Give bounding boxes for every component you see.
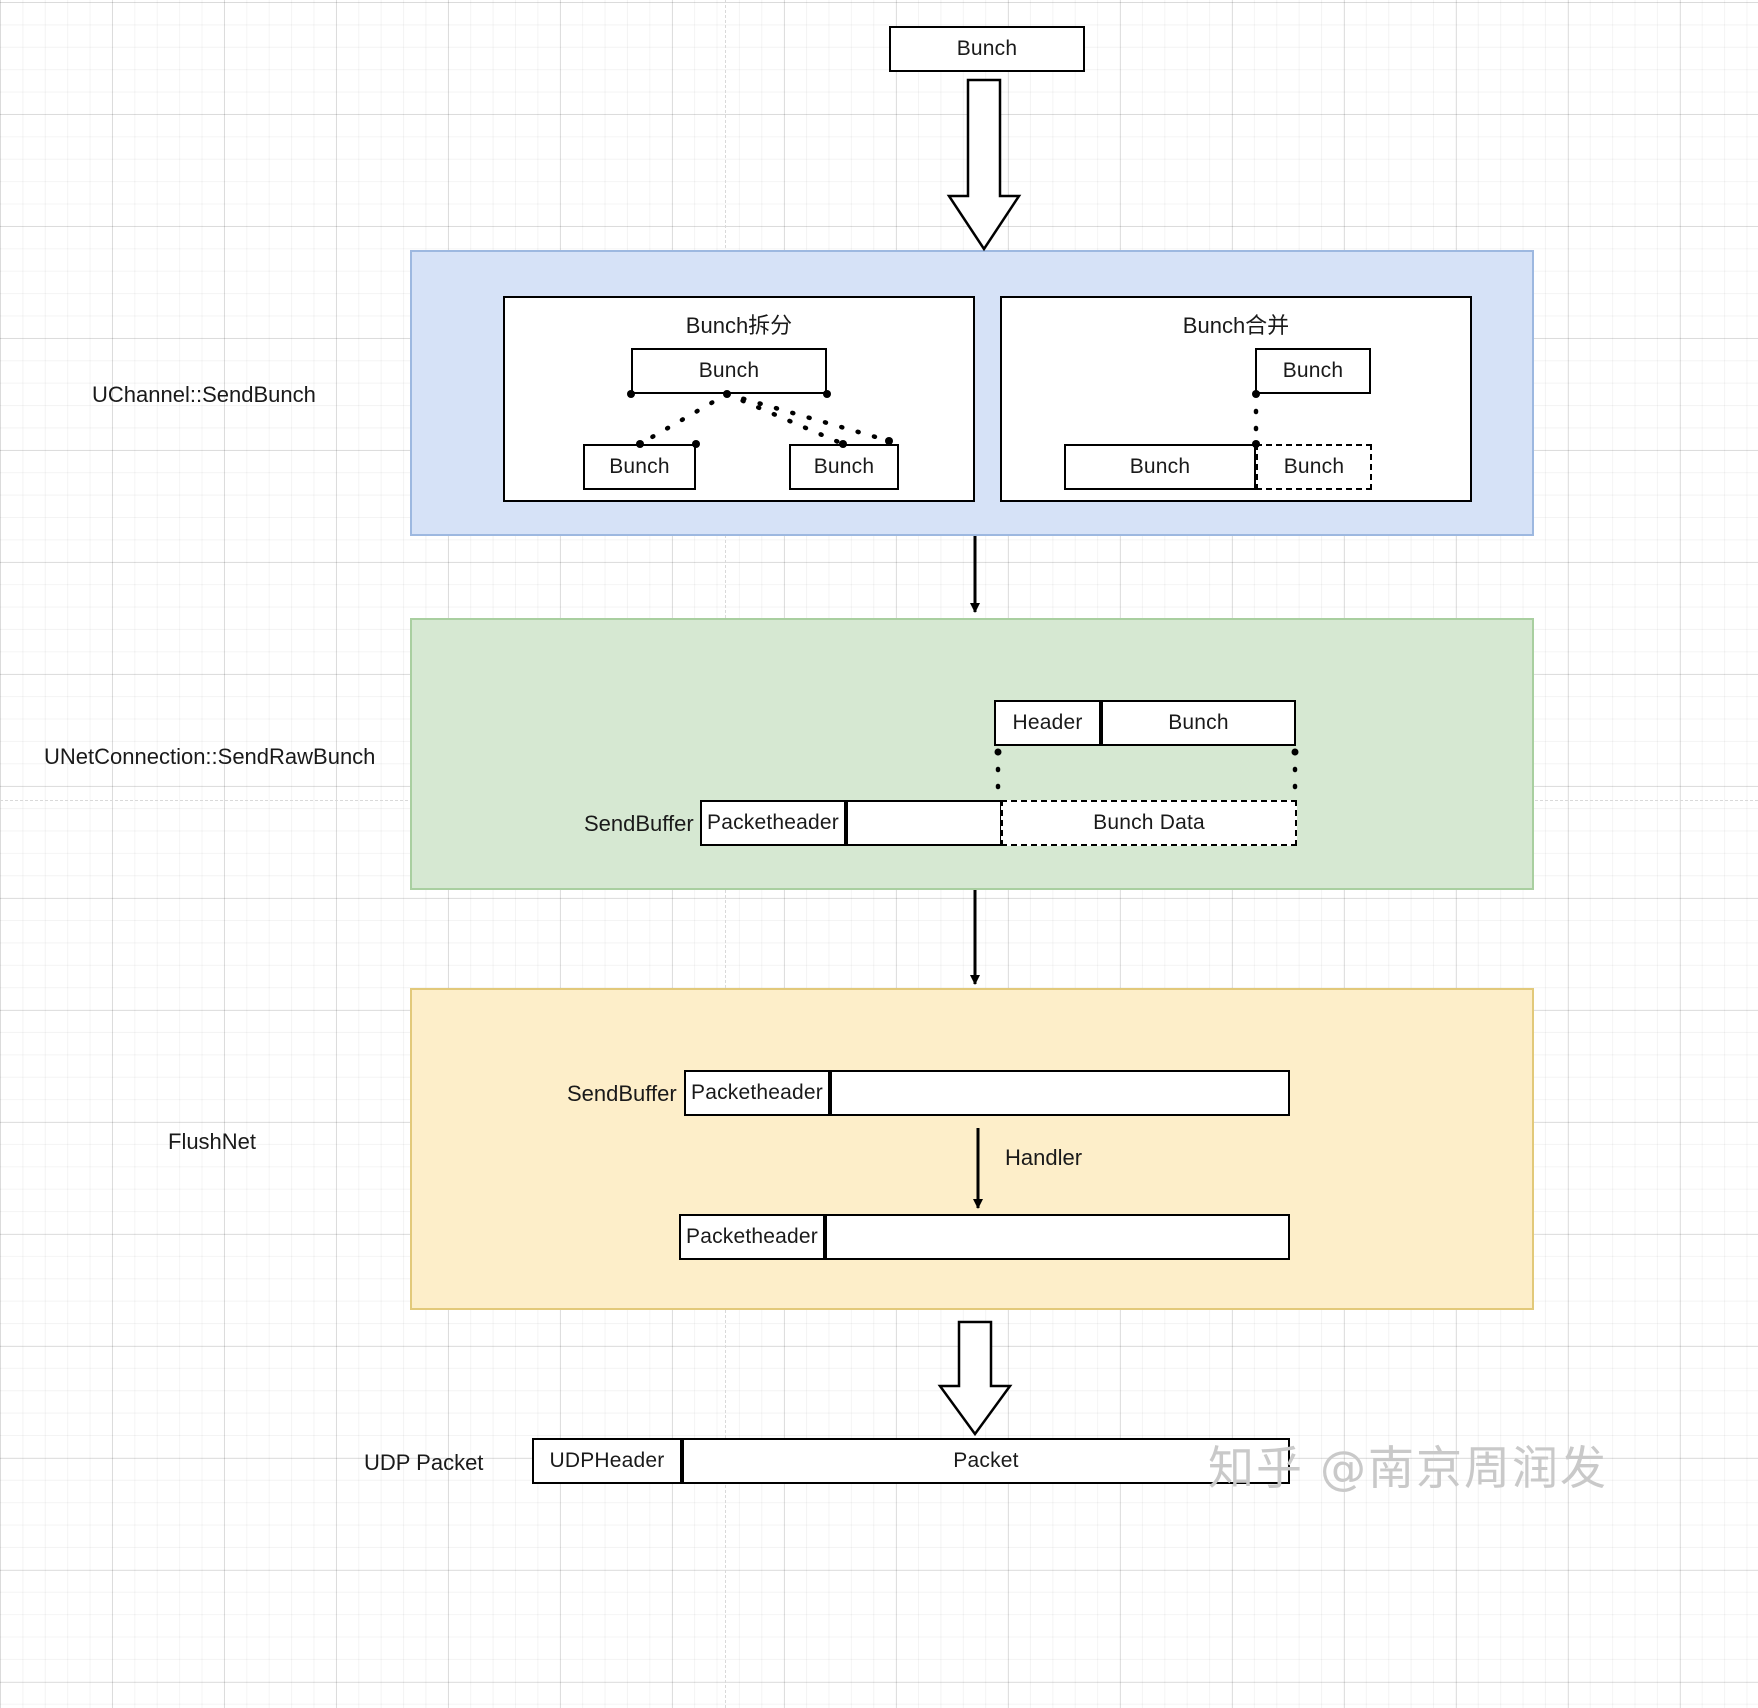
- bunch-merge-caption: Bunch合并: [1182, 313, 1290, 338]
- stage-label-flush-net: FlushNet: [168, 1129, 257, 1154]
- orange-payload-cell-1: [830, 1070, 1290, 1116]
- panel-send-raw-bunch: [410, 618, 1534, 890]
- stage-label-send-bunch: UChannel::SendBunch: [92, 382, 316, 407]
- green-bunchdata-cell: Bunch Data: [1001, 800, 1297, 846]
- bunch-merge-appended: Bunch: [1256, 444, 1372, 490]
- green-sendbuffer-label: SendBuffer: [584, 811, 694, 836]
- block-arrow-top: [946, 78, 1022, 252]
- bunch-merge-incoming: Bunch: [1255, 348, 1371, 394]
- bunch-split-parent: Bunch: [631, 348, 827, 394]
- orange-packetheader-cell-1: Packetheader: [684, 1070, 830, 1116]
- bunch-split-child-1: Bunch: [583, 444, 696, 490]
- stage-label-udp-packet: UDP Packet: [364, 1450, 484, 1475]
- bunch-split-child-2: Bunch: [789, 444, 899, 490]
- green-packetheader-cell: Packetheader: [700, 800, 846, 846]
- handler-label: Handler: [1005, 1145, 1083, 1170]
- udp-header-cell: UDPHeader: [532, 1438, 682, 1484]
- bunch-split-caption: Bunch拆分: [685, 313, 793, 338]
- orange-sendbuffer-label: SendBuffer: [567, 1081, 677, 1106]
- green-filler-cell: [846, 800, 1002, 846]
- stage-label-send-raw-bunch: UNetConnection::SendRawBunch: [44, 744, 376, 769]
- orange-packetheader-cell-2: Packetheader: [679, 1214, 825, 1260]
- udp-packet-cell: Packet: [682, 1438, 1290, 1484]
- panel-flush-net: [410, 988, 1534, 1310]
- green-bunch-cell: Bunch: [1101, 700, 1296, 746]
- watermark-logo: 知乎: [1208, 1441, 1304, 1495]
- bunch-merge-base: Bunch: [1064, 444, 1256, 490]
- orange-payload-cell-2: [825, 1214, 1290, 1260]
- green-header-cell: Header: [994, 700, 1101, 746]
- watermark-handle: @南京周润发: [1320, 1441, 1608, 1495]
- block-arrow-bottom: [937, 1320, 1013, 1437]
- top-bunch-box: Bunch: [889, 26, 1085, 72]
